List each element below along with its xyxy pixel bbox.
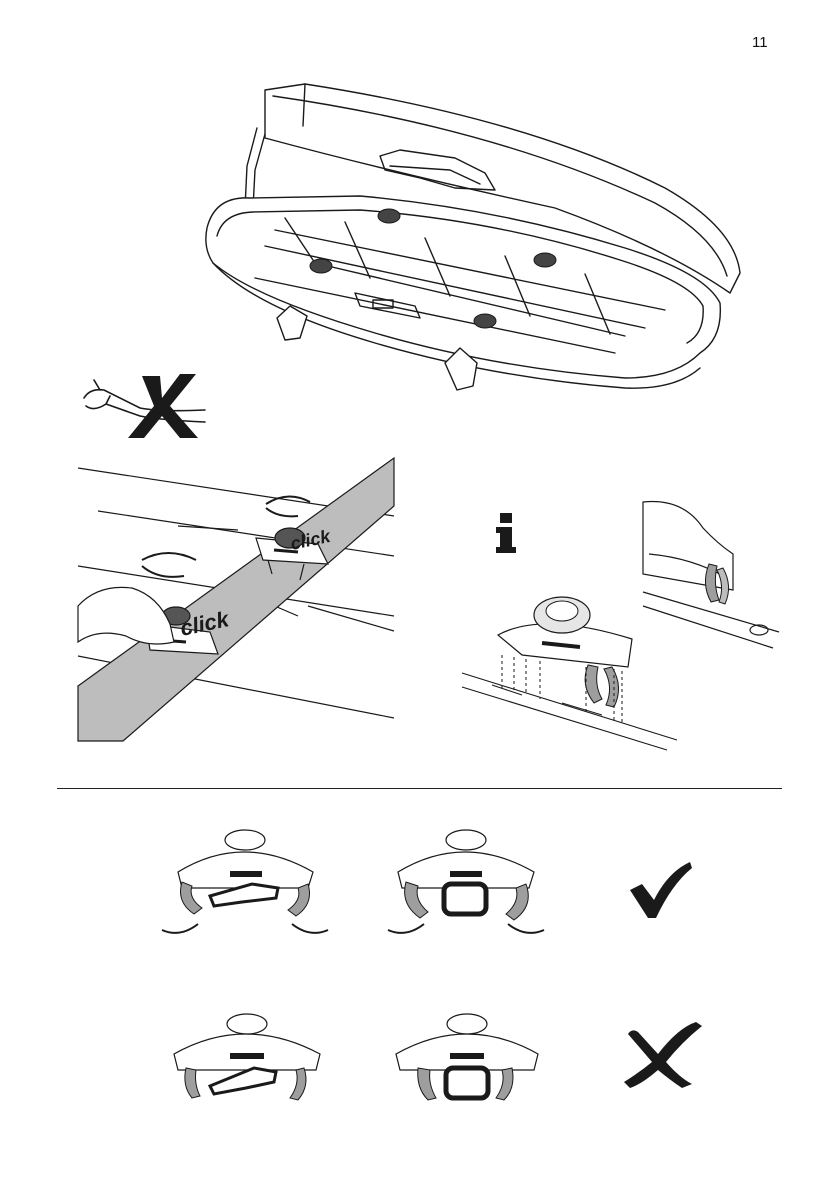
tighten-knobs-illustration: click click <box>78 456 398 741</box>
clamp-correct-front-illustration <box>158 826 333 941</box>
clamp-incorrect-side-illustration <box>392 1012 542 1102</box>
info-icon <box>494 513 518 553</box>
check-mark-icon <box>628 860 694 920</box>
roof-box-open-illustration <box>195 78 755 403</box>
cross-mark-icon <box>622 1020 704 1090</box>
clamp-detail-illustration <box>643 498 783 653</box>
pliers-prohibited-icon <box>80 368 215 440</box>
clamp-incorrect-front-illustration <box>170 1012 325 1102</box>
page-number: 11 <box>752 34 768 51</box>
clamp-correct-side-illustration <box>384 826 549 941</box>
section-divider <box>57 788 782 789</box>
